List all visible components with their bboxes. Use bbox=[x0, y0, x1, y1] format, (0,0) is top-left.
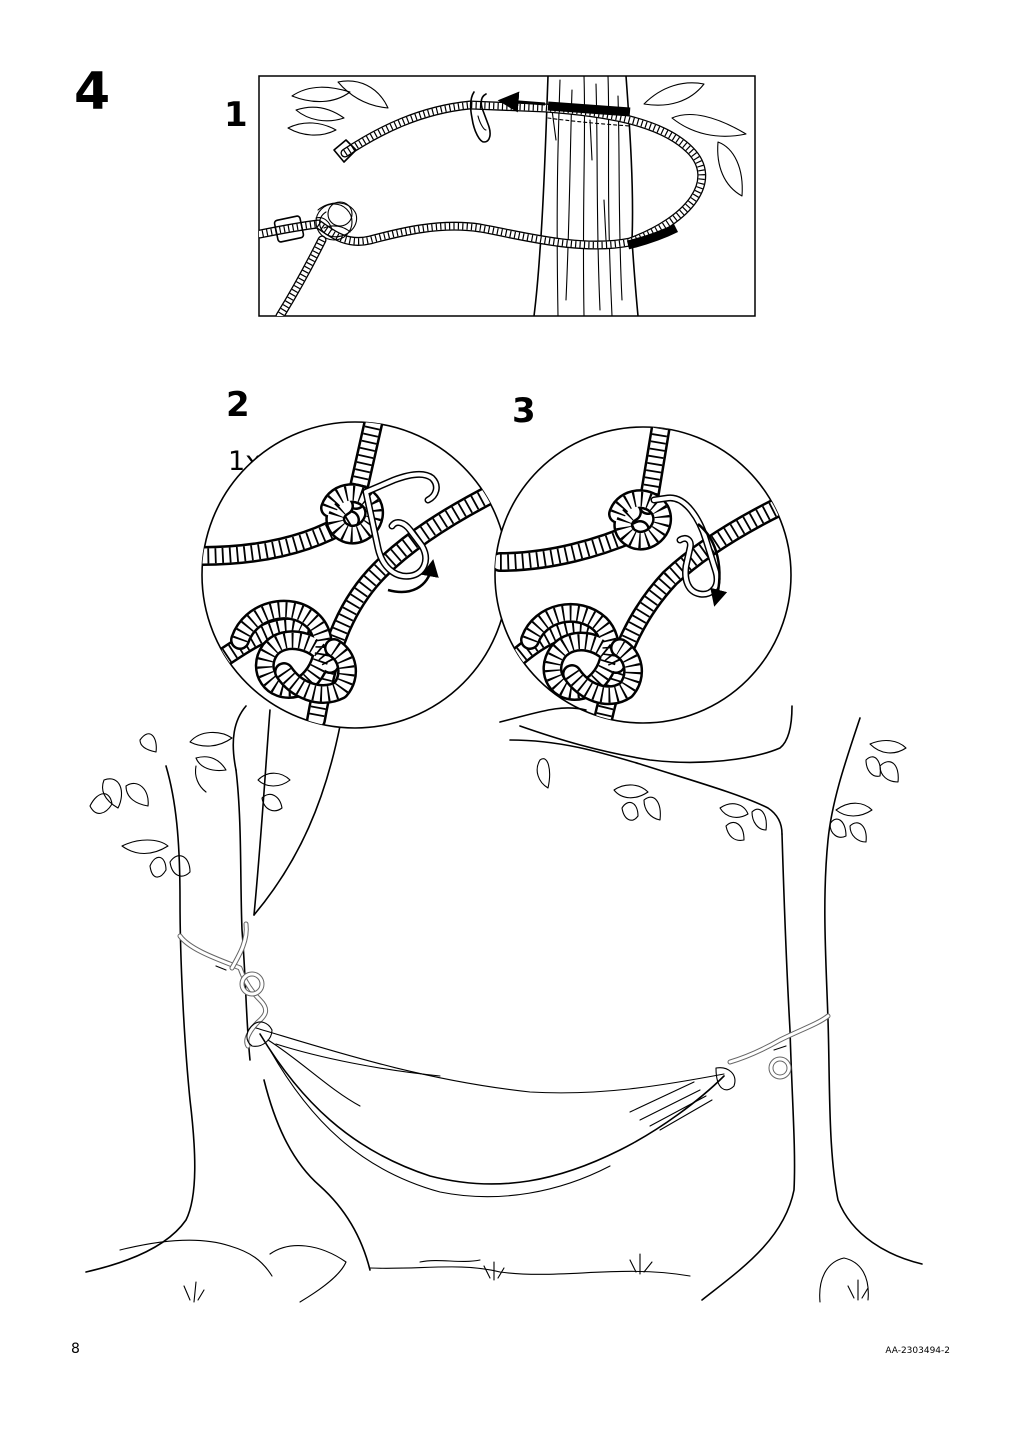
rope bbox=[259, 100, 707, 316]
panel-1-detail bbox=[258, 75, 756, 317]
hammock-rope bbox=[177, 921, 831, 1080]
grass-icon bbox=[183, 1253, 869, 1303]
rope-wrap bbox=[547, 101, 631, 117]
knot bbox=[315, 201, 358, 241]
hook-icon bbox=[650, 494, 721, 598]
hook-icon bbox=[469, 91, 491, 143]
rotate-arrow-icon bbox=[697, 523, 728, 607]
rope-ferrule bbox=[273, 215, 305, 243]
knot bbox=[210, 599, 358, 704]
rope-end-cap bbox=[333, 139, 357, 163]
tree-branch bbox=[499, 705, 793, 835]
panel-2-detail bbox=[201, 421, 509, 729]
panel-2-label: 2 bbox=[226, 385, 250, 425]
callout-line bbox=[253, 709, 271, 916]
knot bbox=[608, 489, 672, 551]
knot bbox=[320, 483, 384, 545]
ground bbox=[183, 1253, 869, 1303]
tree-right bbox=[701, 717, 923, 1303]
panel-3-detail bbox=[494, 426, 792, 724]
panel-3-label: 3 bbox=[512, 391, 536, 431]
hammock bbox=[246, 1021, 736, 1198]
callout-line bbox=[253, 725, 341, 916]
tree-left bbox=[85, 705, 371, 1303]
rotate-arrow-icon bbox=[387, 559, 439, 594]
leaf-icon bbox=[287, 80, 747, 197]
document-code: AA-2303494-2 bbox=[885, 1346, 950, 1356]
step-number: 4 bbox=[74, 62, 111, 122]
page-number: 8 bbox=[71, 1341, 80, 1357]
panel-1-label: 1 bbox=[224, 95, 248, 135]
main-scene bbox=[85, 705, 923, 1303]
direction-arrow-icon bbox=[497, 91, 546, 113]
leaf-icon bbox=[89, 731, 907, 878]
panel-3-frame bbox=[494, 426, 792, 724]
